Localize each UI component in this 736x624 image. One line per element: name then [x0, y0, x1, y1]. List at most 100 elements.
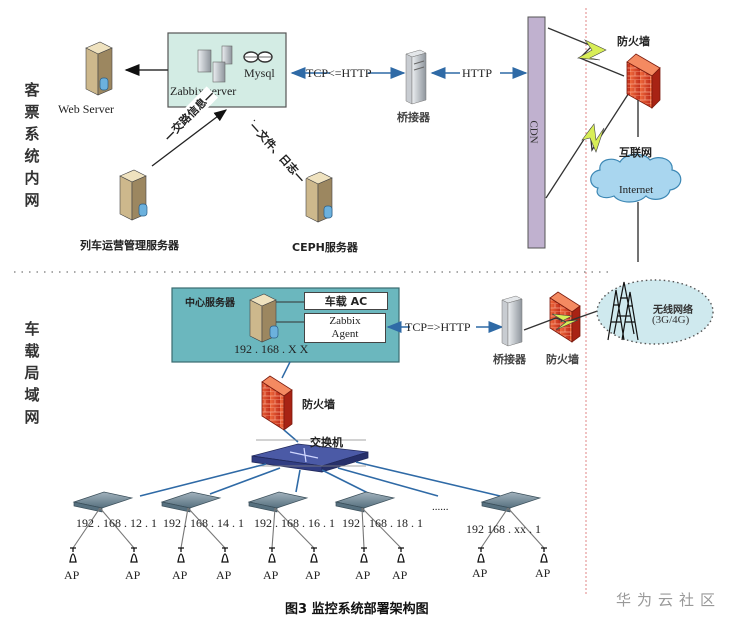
ap-label: AP	[535, 566, 551, 580]
ap-antenna-icon	[540, 547, 548, 563]
wireless-network-area	[596, 279, 714, 345]
access-switch	[334, 491, 405, 563]
center-ip-label: 192 . 168 . X X	[234, 342, 309, 356]
ap-cable	[274, 507, 315, 549]
zone-ticket-intranet-char: 统	[24, 147, 40, 165]
zone-ticket-intranet-char: 系	[24, 125, 40, 143]
ap-label: AP	[355, 568, 371, 582]
subnet-ip-label: 192 . 168 . 14 . 1	[163, 516, 244, 530]
firewall-label-top: 防火墙	[617, 35, 650, 48]
center-server-label: 中心服务器	[185, 298, 235, 309]
subnet-ip-label: 192 . 168 . 18 . 1	[342, 516, 423, 530]
access-switch	[477, 491, 548, 563]
http-link-label: HTTP	[462, 66, 492, 80]
zabbix-agent-label: Zabbix Agent	[329, 315, 361, 340]
ap-label: AP	[64, 568, 80, 582]
ellipsis-label: ......	[432, 501, 449, 513]
zone-vehicle-lan-char: 车	[24, 320, 40, 338]
zone-ticket-intranet-char: 网	[24, 191, 40, 209]
zabbix-server-icon	[197, 45, 233, 83]
ap-antenna-icon	[360, 547, 368, 563]
ap-antenna-icon	[221, 547, 229, 563]
zone-ticket-intranet-char: 内	[24, 169, 40, 187]
ap-antenna-icon	[177, 547, 185, 563]
firewall-icon-top	[626, 53, 661, 109]
tcp-http-link-label-bottom: TCP=>HTTP	[405, 320, 471, 334]
zone-label-ticket-intranet: 客票系统内网	[22, 79, 42, 211]
ap-cable	[180, 507, 189, 549]
ap-cable	[271, 507, 276, 549]
web-server-icon	[85, 41, 113, 96]
zone-vehicle-lan-char: 域	[24, 386, 40, 404]
zabbix-server-box	[167, 32, 287, 108]
bridge-label-bottom: 桥接器	[493, 353, 526, 366]
mysql-label: Mysql	[244, 66, 275, 80]
ap-antenna-icon	[397, 547, 405, 563]
subnet-ip-label: 192 . 168 . 12 . 1	[76, 516, 157, 530]
bridge-label-top: 桥接器	[397, 111, 430, 124]
ceph-server-icon	[305, 171, 333, 223]
internet-cn-label: 互联网	[619, 146, 652, 159]
ap-cable	[99, 507, 135, 549]
switch-label: 交换机	[310, 436, 343, 449]
ap-antenna-icon	[130, 547, 138, 563]
trunk-links	[139, 461, 501, 497]
internet-label: Internet	[619, 184, 654, 196]
vehicle-ac-label: 车载 AC	[324, 294, 368, 308]
zone-ticket-intranet-char: 票	[24, 103, 40, 121]
ap-cable	[361, 507, 365, 549]
zone-vehicle-lan-char: 载	[24, 342, 40, 360]
cdn-firewall-link-upper	[547, 27, 625, 77]
core-switch-icon	[251, 443, 369, 473]
center-server-icon	[249, 293, 279, 343]
cdn-label: CDN	[527, 120, 540, 144]
cdn-bar	[527, 16, 546, 249]
wireless-sub-label: (3G/4G)	[652, 314, 690, 326]
web-server-label: Web Server	[58, 102, 115, 116]
wireless-label: 无线网络	[653, 305, 693, 316]
ap-label: AP	[392, 568, 408, 582]
ap-antenna-icon	[268, 547, 276, 563]
ap-label: AP	[216, 568, 232, 582]
access-switch	[69, 491, 138, 563]
ap-label: AP	[172, 568, 188, 582]
ap-label: AP	[263, 568, 279, 582]
tcp-http-link-label: TCP<=HTTP	[306, 66, 372, 80]
ap-cable	[187, 507, 226, 549]
ap-cable	[361, 507, 402, 549]
bridge-server-icon	[405, 49, 427, 105]
ap-antenna-icon	[69, 547, 77, 563]
lan-firewall-icon	[261, 375, 293, 431]
ap-cable	[72, 507, 101, 549]
firewall-label-bottom: 防火墙	[546, 353, 579, 366]
zone-label-vehicle-lan: 车载局域网	[22, 318, 42, 428]
bridge-server-icon-bottom	[501, 295, 523, 347]
subnet-ip-label: 192 168 . xx . 1	[466, 522, 541, 536]
watermark: 华为云社区	[616, 591, 722, 609]
ap-cable	[480, 507, 509, 549]
mysql-icon	[243, 51, 273, 63]
zabbix-agent-box: Zabbix Agent	[304, 313, 386, 343]
ap-antenna-icon	[310, 547, 318, 563]
subnet-ip-label: 192 . 168 . 16 . 1	[254, 516, 335, 530]
train-ops-server-label: 列车运营管理服务器	[80, 239, 179, 252]
vehicle-ac-box: 车载 AC	[304, 292, 388, 310]
zone-ticket-intranet-char: 客	[24, 81, 40, 99]
figure-caption: 图3 监控系统部署架构图	[285, 602, 429, 617]
zone-vehicle-lan-char: 网	[24, 408, 40, 426]
access-switch	[160, 491, 229, 563]
ap-antenna-icon	[477, 547, 485, 563]
access-switch	[247, 491, 318, 563]
train-ops-server-icon	[119, 169, 148, 221]
cell-tower-icon	[607, 281, 639, 341]
ap-label: AP	[125, 568, 141, 582]
lan-firewall-label: 防火墙	[302, 398, 335, 411]
ceph-server-label: CEPH服务器	[292, 241, 358, 254]
firewall-icon-bottom	[549, 291, 581, 343]
ap-cable	[507, 507, 545, 549]
internet-cloud	[590, 153, 682, 203]
zone-vehicle-lan-char: 局	[24, 364, 40, 382]
ap-label: AP	[472, 566, 488, 580]
